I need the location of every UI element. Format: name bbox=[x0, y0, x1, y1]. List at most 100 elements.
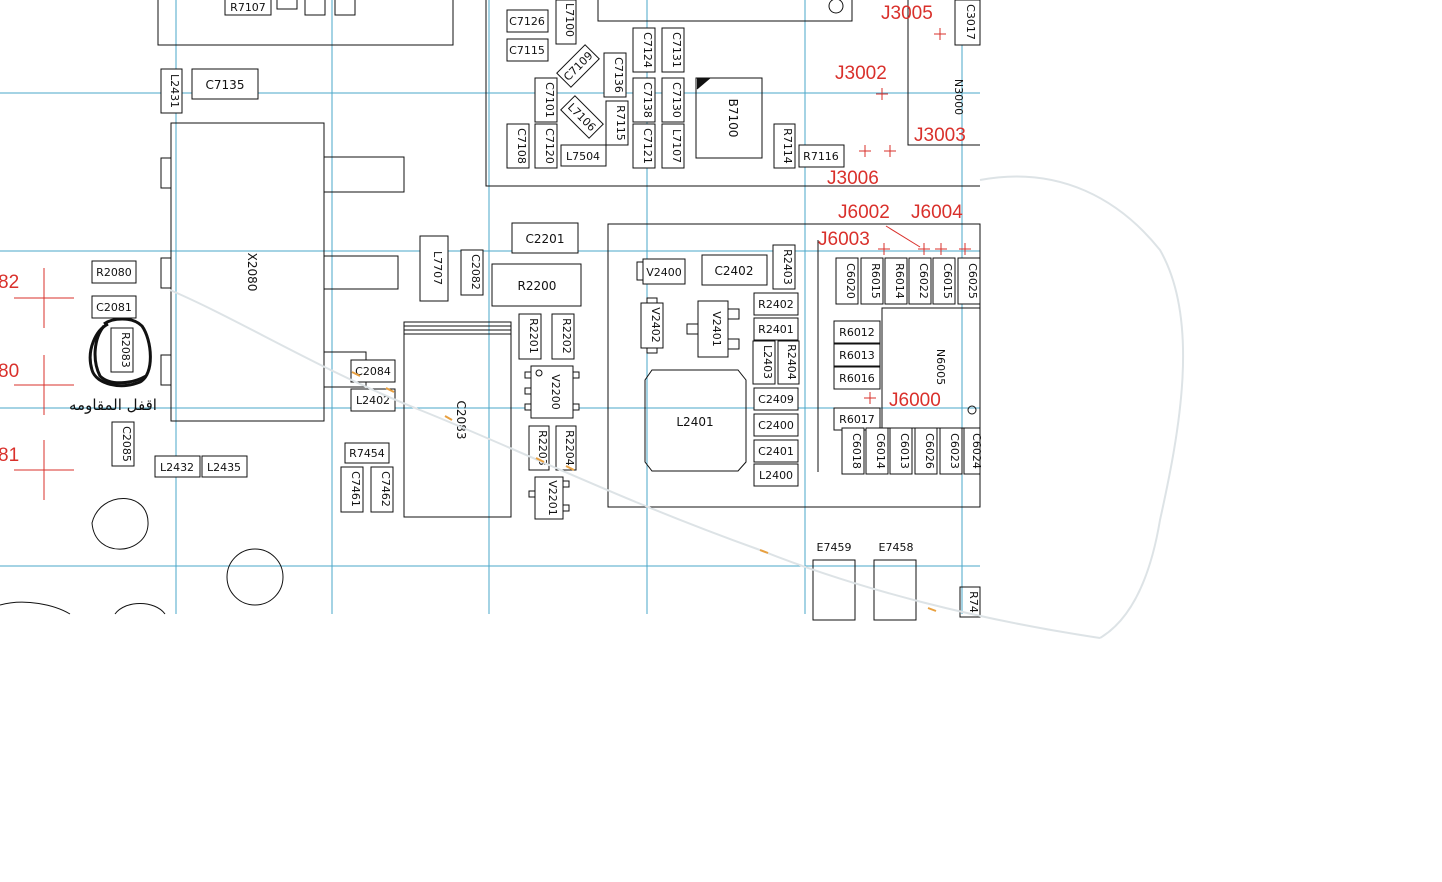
component-c7101: C7101 bbox=[534, 77, 558, 123]
paper-tear bbox=[169, 175, 1185, 639]
component-label: C7130 bbox=[670, 82, 683, 118]
component-label: C3017 bbox=[964, 4, 977, 40]
component-r6016: R6016 bbox=[833, 366, 881, 390]
test-point-j3006: J3006 bbox=[827, 168, 879, 189]
component-label: C2081 bbox=[96, 301, 132, 314]
component-r7116: R7116 bbox=[798, 144, 845, 168]
component-l2403: L2403 bbox=[752, 340, 776, 385]
component-r7115: R7115 bbox=[605, 100, 629, 146]
component-label: C2409 bbox=[758, 393, 794, 406]
component-r2402: R2402 bbox=[753, 292, 799, 316]
component-label: X2080 bbox=[245, 253, 259, 292]
component-label: C7126 bbox=[509, 15, 545, 28]
handwritten-note: اقفل المقاومه bbox=[69, 396, 157, 414]
component-r2201: R2201 bbox=[518, 313, 542, 360]
component-label: L7504 bbox=[566, 150, 600, 163]
component-label: V2201 bbox=[546, 480, 559, 516]
component-c6020: C6020 bbox=[835, 257, 859, 305]
component-r7114: R7114 bbox=[773, 123, 796, 169]
component-label: C2084 bbox=[355, 365, 391, 378]
component-label: C7462 bbox=[379, 471, 392, 507]
component-x2080: X2080 bbox=[245, 253, 259, 292]
component-r7454: R7454 bbox=[344, 442, 390, 464]
test-point-j3003: J3003 bbox=[914, 125, 966, 146]
component-label: R2200 bbox=[518, 279, 557, 293]
test-point-82: 82 bbox=[0, 272, 19, 293]
component-label: C7101 bbox=[543, 82, 556, 118]
component-v2401: V2401 bbox=[686, 300, 740, 358]
component-label: R6013 bbox=[839, 349, 875, 362]
component-label: R6017 bbox=[839, 413, 875, 426]
component-l7100: L7100 bbox=[555, 0, 577, 45]
component-label: R7116 bbox=[803, 150, 839, 163]
component-b7100: B7100 bbox=[726, 99, 740, 138]
component-label: C2082 bbox=[469, 254, 482, 290]
component-v2402: V2402 bbox=[640, 297, 664, 354]
component-label: R7115 bbox=[614, 105, 627, 141]
component-c2409: C2409 bbox=[753, 387, 799, 411]
component-r6013: R6013 bbox=[833, 343, 881, 367]
component-c7124: C7124 bbox=[632, 27, 656, 73]
component-c7462: C7462 bbox=[370, 466, 394, 513]
component-l7707: L7707 bbox=[419, 235, 449, 302]
component-label: R2404 bbox=[785, 344, 798, 380]
component-c6024: C6024 bbox=[963, 427, 983, 475]
component-r2202: R2202 bbox=[551, 313, 575, 360]
component-c7135: C7135 bbox=[191, 68, 259, 100]
component-l2431: L2431 bbox=[160, 68, 183, 114]
component-l2435: L2435 bbox=[201, 455, 248, 478]
component-label: C6026 bbox=[923, 433, 936, 469]
component-c7120: C7120 bbox=[534, 123, 558, 169]
component-label: C7121 bbox=[641, 128, 654, 164]
component-c6013: C6013 bbox=[889, 427, 913, 475]
component-label: C7138 bbox=[641, 82, 654, 118]
component-label: R2403 bbox=[781, 249, 794, 285]
component-e7458: E7458 bbox=[879, 541, 914, 554]
component-c2401: C2401 bbox=[753, 439, 799, 463]
component-r74: R74 bbox=[967, 591, 980, 613]
component-label: L2400 bbox=[759, 469, 793, 482]
component-c7130: C7130 bbox=[661, 77, 685, 123]
test-point-j6000: J6000 bbox=[889, 390, 941, 411]
component-r2204: R2204 bbox=[555, 425, 577, 471]
component-c7126: C7126 bbox=[506, 9, 549, 33]
component-label: B7100 bbox=[726, 99, 740, 138]
component-label: V2401 bbox=[710, 311, 723, 347]
component-label: R6016 bbox=[839, 372, 875, 385]
marker-scribble: اقفل المقاومه bbox=[69, 317, 157, 414]
component-r2403: R2403 bbox=[772, 244, 796, 290]
component-l2402a: L2402 bbox=[350, 388, 396, 412]
component-label: C6025 bbox=[966, 263, 979, 299]
component-label: L2402 bbox=[356, 394, 390, 407]
test-point-80: 80 bbox=[0, 361, 19, 382]
component-r2080: R2080 bbox=[91, 260, 137, 284]
component-c2083: C2083 bbox=[454, 401, 468, 440]
components: R7107 L2431 C7135 X2080 C7126 C7115 L710… bbox=[91, 0, 983, 613]
component-label: C7120 bbox=[543, 128, 556, 164]
component-v2400: V2400 bbox=[636, 258, 686, 285]
component-l2400: L2400 bbox=[753, 463, 799, 487]
component-r6012: R6012 bbox=[833, 320, 881, 344]
test-point-j6004: J6004 bbox=[911, 202, 963, 223]
component-e7459: E7459 bbox=[817, 541, 852, 554]
test-point-j3005: J3005 bbox=[881, 3, 933, 24]
component-label: C7115 bbox=[509, 44, 545, 57]
component-label: L2435 bbox=[207, 461, 241, 474]
component-label: C2400 bbox=[758, 419, 794, 432]
component-c7131: C7131 bbox=[661, 27, 685, 73]
component-label: V2200 bbox=[549, 374, 562, 410]
component-c6018: C6018 bbox=[841, 427, 865, 475]
component-label: L7107 bbox=[670, 129, 683, 163]
component-r6015: R6015 bbox=[860, 257, 884, 305]
component-c7461: C7461 bbox=[340, 466, 364, 513]
test-point-81: 81 bbox=[0, 445, 19, 466]
component-label: L2403 bbox=[761, 345, 774, 379]
component-c7121: C7121 bbox=[632, 123, 656, 169]
component-c6015: C6015 bbox=[932, 257, 956, 305]
component-label: C7135 bbox=[206, 78, 245, 92]
test-point-j3002: J3002 bbox=[835, 63, 887, 84]
component-label: R2083 bbox=[119, 332, 132, 368]
component-c7138: C7138 bbox=[632, 77, 656, 123]
component-r2200: R2200 bbox=[491, 263, 582, 307]
